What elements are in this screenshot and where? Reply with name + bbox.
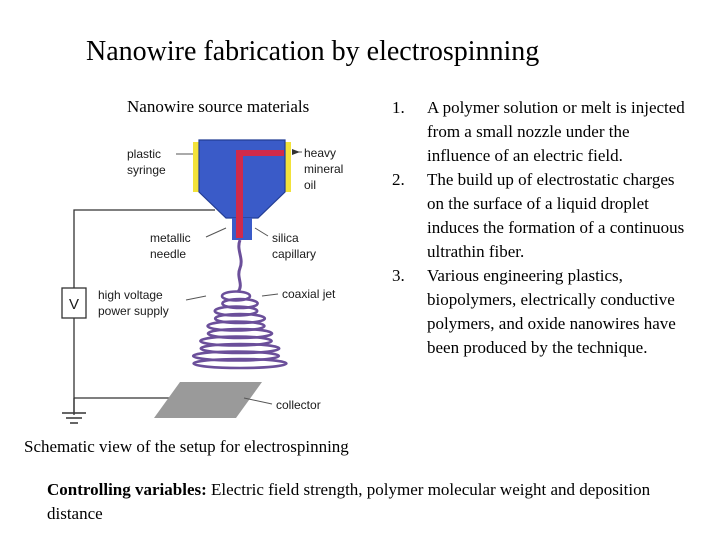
label-metallic: metallic (150, 231, 191, 245)
label-mineral: mineral (304, 162, 343, 176)
label-capillary: capillary (272, 247, 316, 261)
list-number: 3. (392, 266, 405, 285)
label-collector: collector (276, 398, 321, 412)
list-text: The build up of electrostatic charges on… (427, 170, 685, 261)
fiber-coil (191, 350, 281, 362)
list-item: 2. The build up of electrostatic charges … (388, 168, 688, 264)
fiber-coil (192, 357, 288, 370)
fiber-coil (213, 312, 267, 325)
list-text: Various engineering plastics, biopolymer… (427, 266, 676, 357)
fiber-coil (206, 327, 274, 340)
fiber-coil (221, 297, 259, 310)
diagram-subtitle: Nanowire source materials (127, 97, 310, 116)
list-number: 2. (392, 170, 405, 189)
label-heavy: heavy (304, 146, 336, 160)
collector-plate (154, 382, 262, 418)
controls-text: Electric field strength, polymer molecul… (47, 480, 651, 523)
controls-label: Controlling variables: (47, 480, 207, 499)
diagram-caption: Schematic view of the setup for electros… (24, 437, 349, 456)
list-item: 3. Various engineering plastics, biopolym… (388, 264, 688, 360)
arrow-icon (292, 149, 300, 155)
fiber-coil (199, 342, 281, 355)
label-silica: silica (272, 231, 299, 245)
list-text: A polymer solution or melt is injected f… (427, 98, 685, 165)
fiber-coil (199, 335, 273, 347)
explanation-list: 1. A polymer solution or melt is injected… (388, 96, 688, 360)
label-power-supply: power supply (98, 304, 169, 318)
slide-title: Nanowire fabrication by electrospinning (86, 36, 540, 67)
label-plastic: plastic (127, 147, 161, 161)
list-item: 1. A polymer solution or melt is injected… (388, 96, 688, 168)
label-oil: oil (304, 178, 316, 192)
fiber-spiral (191, 290, 288, 370)
label-coaxial-jet: coaxial jet (282, 287, 336, 301)
ground-icon (62, 412, 86, 424)
controlling-variables: Controlling variables: Electric field st… (47, 478, 687, 526)
fiber-coil (220, 290, 252, 302)
coaxial-jet (236, 239, 243, 293)
mineral-oil-tube (236, 150, 284, 238)
label-high-voltage: high voltage (98, 288, 163, 302)
fiber-coil (206, 320, 266, 332)
list-number: 1. (392, 98, 405, 117)
fiber-coil (213, 305, 259, 317)
power-supply-box (61, 287, 87, 319)
voltmeter-label: V (69, 296, 79, 313)
label-needle: needle (150, 247, 186, 261)
label-syringe: syringe (127, 163, 166, 177)
